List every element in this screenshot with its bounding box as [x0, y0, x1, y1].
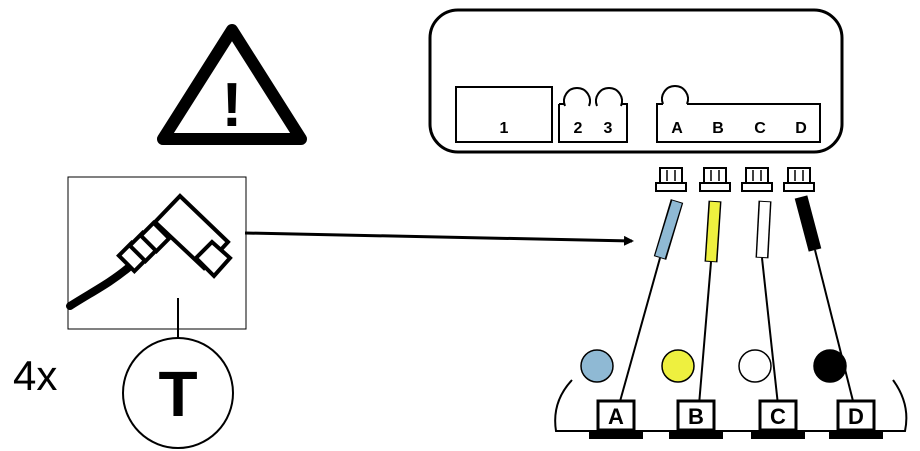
warning-symbol: ! — [222, 71, 243, 140]
terminal-b-label: B — [688, 404, 704, 429]
color-dot-d — [813, 349, 847, 383]
port-1-label: 1 — [500, 120, 509, 137]
terminal-d: D — [829, 399, 883, 439]
cable-wire-c — [761, 257, 779, 406]
cable-connector-d — [783, 167, 815, 192]
terminals: A B C D — [589, 399, 883, 439]
port-2-3: 2 3 — [558, 87, 628, 143]
quantity-label: 4x — [13, 352, 57, 399]
cable-sleeve-a — [655, 200, 682, 259]
port-1: 1 — [455, 86, 553, 143]
cables — [580, 167, 855, 406]
cable-sleeve-d — [796, 196, 820, 251]
port-abcd: A B C D — [656, 85, 821, 143]
cable-wire-a — [618, 257, 661, 406]
cable-connector-c — [741, 167, 773, 192]
port-c-label: C — [754, 120, 766, 137]
tool-circle: T — [122, 337, 234, 449]
tool-label: T — [158, 358, 197, 430]
port-a-label: A — [671, 120, 683, 137]
device: 1 2 3 A B C D — [428, 8, 844, 154]
terminal-a-label: A — [608, 404, 624, 429]
terminal-a: A — [589, 399, 643, 439]
cable-sleeve-b — [706, 201, 720, 262]
color-dot-a — [580, 349, 614, 383]
color-dot-b — [661, 349, 695, 383]
plug-icon — [66, 193, 233, 310]
arrow-icon — [244, 231, 634, 246]
terminal-c-label: C — [770, 404, 786, 429]
plug-box — [66, 176, 247, 330]
port-3-label: 3 — [604, 120, 613, 137]
cable-connector-b — [699, 167, 731, 192]
cable-wire-b — [698, 261, 712, 406]
terminal-b: B — [669, 399, 723, 439]
cable-wire-d — [814, 249, 855, 406]
port-2-label: 2 — [574, 120, 583, 137]
cable-sleeve-c — [757, 201, 770, 258]
warning-triangle-icon: ! — [157, 24, 307, 145]
terminal-d-label: D — [848, 404, 864, 429]
color-dot-c — [738, 349, 772, 383]
tray — [554, 379, 908, 432]
port-b-label: B — [712, 120, 724, 137]
port-d-label: D — [795, 120, 807, 137]
cable-connector-a — [655, 167, 687, 192]
terminal-c: C — [751, 399, 805, 439]
